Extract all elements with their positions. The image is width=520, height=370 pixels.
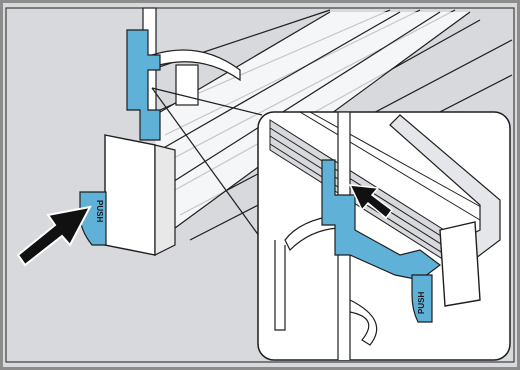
detail-inset: PUSH: [257, 111, 511, 361]
push-tab-right-label: PUSH: [417, 292, 426, 314]
push-arrow-inset-icon: [348, 184, 394, 220]
push-tab-left-label: PUSH: [95, 200, 104, 222]
rail-front-cap: [104, 134, 176, 256]
push-arrow-left-icon: [16, 205, 92, 267]
magnifier-lines: [151, 87, 263, 241]
